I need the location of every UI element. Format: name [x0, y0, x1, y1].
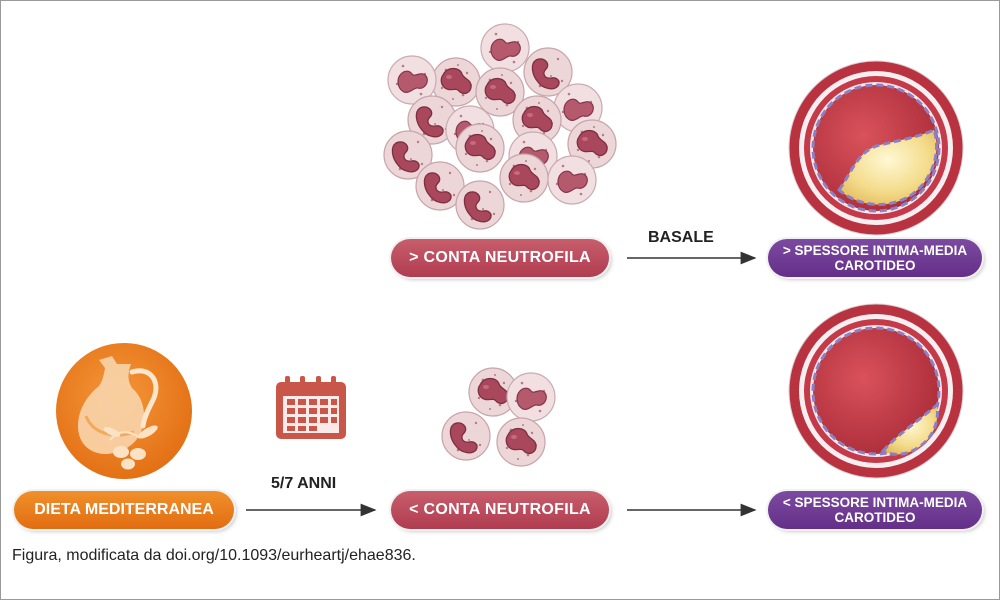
- neutrophil-cluster-high: [383, 23, 617, 230]
- figure-caption: Figura, modificata da doi.org/10.1093/eu…: [12, 547, 416, 564]
- dieta-mediterranea-label: DIETA MEDITERRANEA: [14, 491, 234, 529]
- basale-label: BASALE: [648, 229, 714, 246]
- spessore-alto-label: > SPESSORE INTIMA-MEDIA CAROTIDEO: [768, 239, 982, 277]
- conta-neutrofila-alta-label: > CONTA NEUTROFILA: [391, 239, 609, 277]
- olive-oil-jug-icon: [56, 343, 192, 479]
- artery-thick-icon: [788, 60, 964, 236]
- neutrophil-cluster-low: [441, 367, 556, 467]
- calendar-icon: [276, 376, 346, 439]
- spessore-basso-label: < SPESSORE INTIMA-MEDIA CAROTIDEO: [768, 491, 982, 529]
- anni-label: 5/7 ANNI: [271, 475, 337, 492]
- artery-thin-icon: [788, 303, 964, 479]
- conta-neutrofila-bassa-label: < CONTA NEUTROFILA: [391, 491, 609, 529]
